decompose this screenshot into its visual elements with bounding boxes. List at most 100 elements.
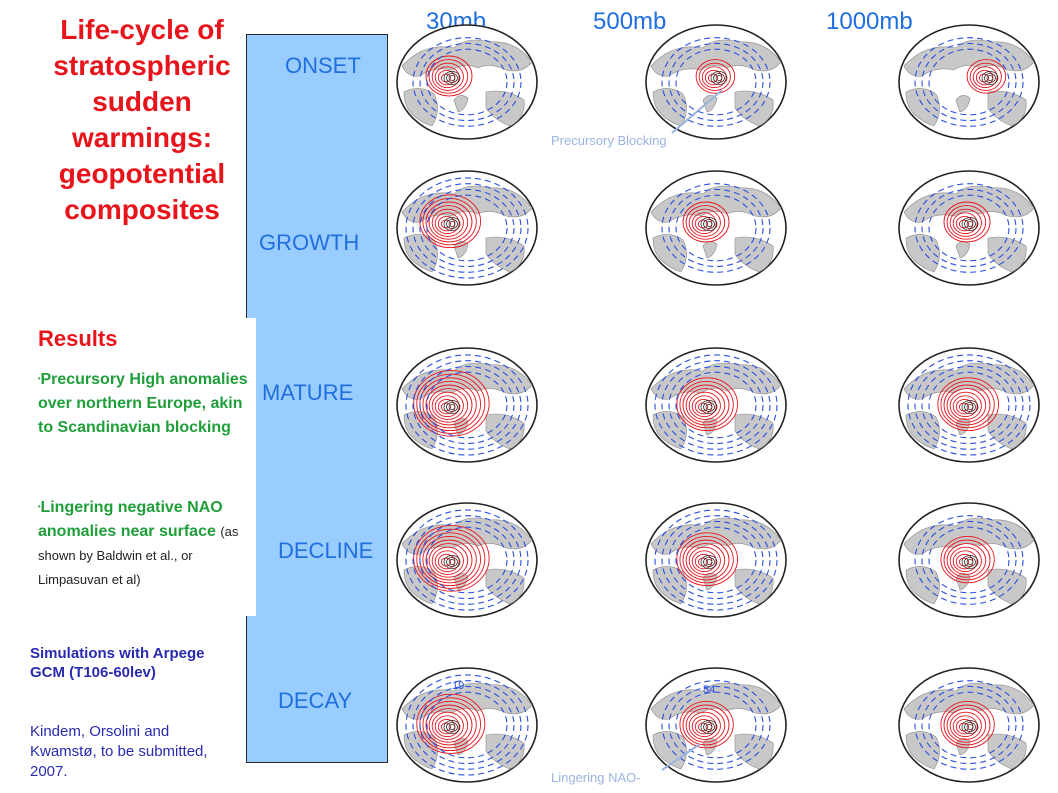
zero-contour	[703, 557, 715, 567]
zero-contour	[961, 217, 979, 231]
zero-contour	[966, 221, 974, 227]
negative-contour	[668, 685, 764, 765]
positive-contour	[685, 543, 726, 578]
zero-contour	[710, 71, 728, 85]
title-line: stratospheric	[53, 50, 231, 81]
map-1000mb-decline	[898, 502, 1040, 618]
positive-contour	[422, 535, 477, 584]
slide-title: Life-cycle of stratospheric sudden warmi…	[18, 12, 266, 228]
continent-shape	[905, 731, 940, 770]
negative-contour	[412, 515, 522, 605]
positive-contour	[946, 205, 987, 240]
positive-contour	[701, 66, 727, 89]
positive-contour	[428, 708, 469, 743]
continent-shape	[734, 568, 774, 605]
positive-contour	[969, 62, 1002, 91]
positive-contour	[691, 550, 717, 573]
negative-contour	[921, 42, 1017, 122]
continent-shape	[905, 88, 940, 127]
negative-contour	[661, 680, 771, 770]
positive-contour	[952, 212, 978, 235]
continent-shape	[650, 362, 782, 400]
positive-contour	[679, 700, 734, 749]
phase-decline: DECLINE	[278, 538, 374, 563]
positive-contour	[431, 62, 464, 91]
positive-contour	[940, 535, 995, 584]
map-500mb-decay: 54	[645, 667, 787, 783]
zero-contour	[446, 557, 458, 567]
positive-contour	[679, 380, 734, 429]
positive-contour	[688, 208, 721, 237]
continent-shape	[485, 90, 525, 127]
continent-shape	[453, 241, 469, 259]
negative-contour	[426, 691, 508, 759]
continent-shape	[485, 733, 525, 770]
positive-contour	[425, 201, 473, 243]
positive-contour	[943, 539, 991, 581]
negative-contour	[928, 526, 1010, 594]
results-bullet: •Precursory High anomalies over northern…	[38, 368, 252, 440]
negative-contour	[668, 188, 764, 268]
continent-shape	[403, 88, 438, 127]
negative-contour	[914, 37, 1024, 127]
continent-shape	[734, 90, 774, 127]
positive-contour	[688, 391, 721, 420]
continent-shape	[734, 733, 774, 770]
bullet-note: (as shown by Baldwin et al., or Limpasuv…	[38, 524, 239, 587]
positive-contour	[940, 380, 995, 429]
zero-contour	[964, 219, 976, 229]
positive-contour	[943, 384, 991, 426]
positive-contour	[952, 550, 978, 573]
positive-contour	[416, 373, 486, 434]
title-line: composites	[64, 194, 220, 225]
negative-contour	[405, 509, 529, 611]
continent-shape	[734, 236, 774, 273]
positive-contour	[949, 208, 982, 237]
zero-contour	[446, 219, 458, 229]
authors-note: Kindem, Orsolini and Kwamstø, to be subm…	[30, 723, 208, 780]
continent-shape	[650, 517, 782, 555]
continent-shape	[905, 411, 940, 450]
positive-contour	[688, 546, 721, 575]
continent-shape	[734, 413, 774, 450]
zero-contour	[446, 402, 458, 412]
positive-contour	[419, 194, 482, 249]
zero-contour	[961, 555, 979, 569]
negative-contour	[921, 365, 1017, 445]
continent-shape	[401, 682, 533, 720]
map-1000mb-mature	[898, 347, 1040, 463]
positive-contour	[682, 539, 730, 581]
phase-growth: GROWTH	[259, 230, 360, 255]
positive-contour	[428, 543, 469, 578]
map-30mb-decay: 19	[396, 667, 538, 783]
positive-contour	[434, 212, 460, 235]
positive-contour	[434, 66, 460, 89]
column-label-1000mb: 1000mb	[826, 8, 913, 35]
zero-contour	[446, 73, 458, 83]
positive-contour	[431, 711, 464, 740]
zero-contour	[966, 724, 974, 730]
continent-shape	[403, 411, 438, 450]
zero-contour	[966, 404, 974, 410]
continent-shape	[903, 185, 1035, 223]
zero-contour	[705, 559, 713, 565]
column-label-500mb: 500mb	[593, 8, 667, 35]
positive-contour	[416, 528, 486, 589]
contour-label: 54	[703, 684, 715, 696]
map-30mb-growth	[396, 170, 538, 286]
continent-shape	[652, 731, 687, 770]
positive-contour	[685, 708, 726, 743]
negative-contour	[405, 674, 529, 776]
positive-contour	[431, 208, 464, 237]
map-500mb-decline	[645, 502, 787, 618]
negative-contour	[412, 360, 522, 450]
map-30mb-mature	[396, 347, 538, 463]
continent-shape	[401, 362, 533, 400]
zero-contour	[448, 221, 456, 227]
zero-contour	[964, 402, 976, 412]
continent-shape	[987, 90, 1027, 127]
positive-contour	[679, 535, 734, 584]
continent-shape	[401, 39, 533, 77]
continent-shape	[652, 566, 687, 605]
phase-bar	[246, 34, 388, 763]
